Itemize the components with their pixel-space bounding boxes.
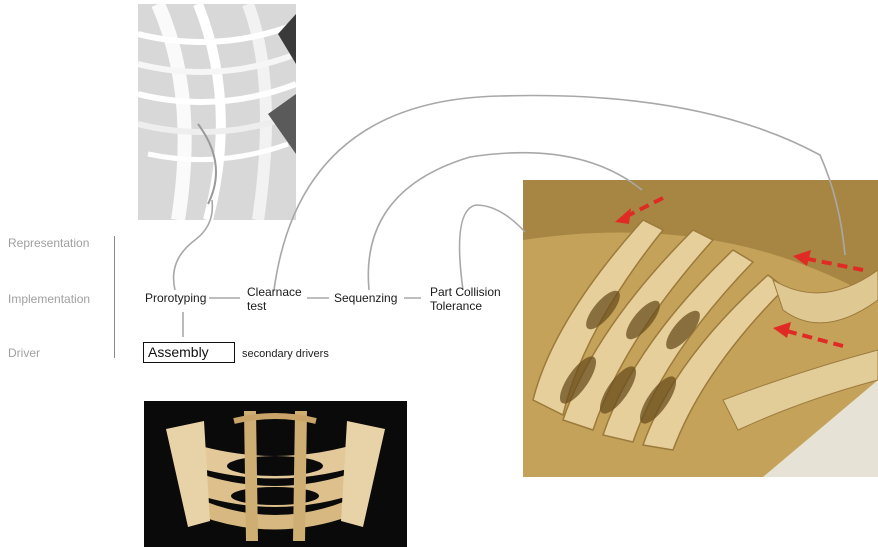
node-collision-line2: Tolerance [430,299,501,313]
node-clearance-test: Clearnace test [247,285,302,313]
node-collision-line1: Part Collision [430,285,501,299]
secondary-drivers-label: secondary drivers [242,348,329,360]
level-implementation: Implementation [8,292,90,306]
node-part-collision-tolerance: Part Collision Tolerance [430,285,501,313]
node-clearance-line2: test [247,299,302,313]
level-representation: Representation [8,236,89,250]
assembly-box: Assembly [143,342,235,363]
level-divider [114,236,115,358]
node-sequencing: Sequenzing [334,291,397,305]
node-prototyping: Prorotyping [145,291,206,305]
level-driver: Driver [8,346,40,360]
node-clearance-line1: Clearnace [247,285,302,299]
